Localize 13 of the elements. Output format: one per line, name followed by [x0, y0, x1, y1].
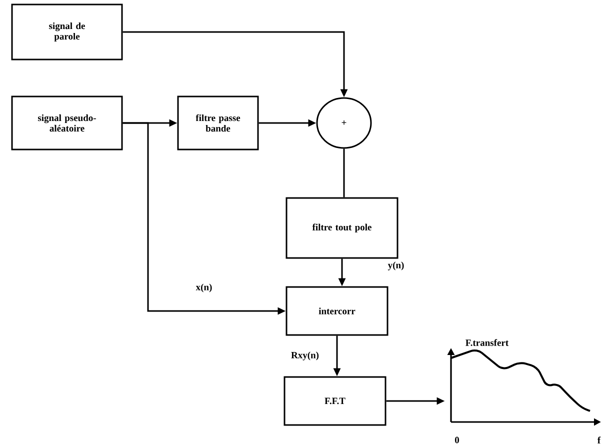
- process-box: signal pseudo-aléatoire: [11, 96, 123, 150]
- node-label: F.transfert: [466, 339, 509, 346]
- process-box: intercorr: [286, 286, 388, 336]
- edge-label: Rxy(n): [291, 352, 319, 360]
- axis-label: f: [597, 436, 601, 444]
- edge-label: x(n): [196, 284, 212, 292]
- process-box: signal de parole: [11, 4, 123, 60]
- process-box: filtre passe bande: [177, 96, 259, 150]
- axis-label: 0: [454, 436, 460, 444]
- edge-label: y(n): [388, 262, 404, 270]
- summing-junction: +: [316, 97, 372, 149]
- process-box: filtre tout pole: [286, 197, 398, 259]
- process-box: F.F.T: [284, 376, 386, 426]
